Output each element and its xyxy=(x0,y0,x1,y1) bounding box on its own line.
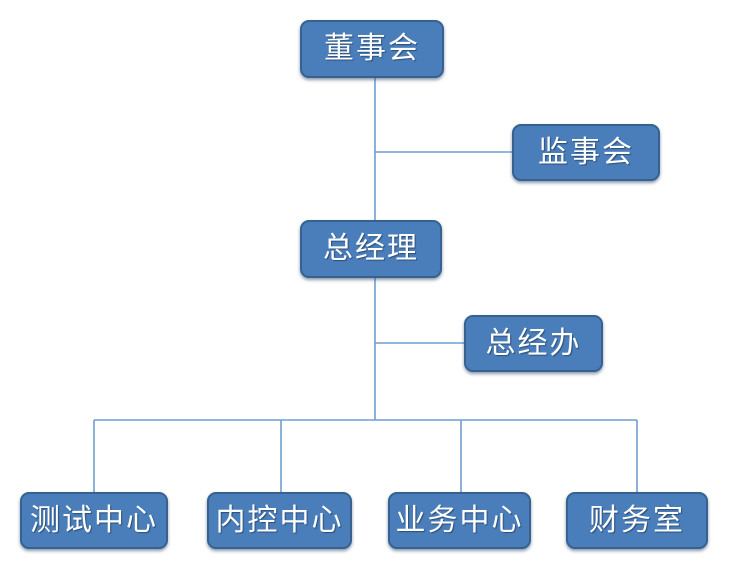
node-internal-control[interactable]: 内控中心 xyxy=(207,492,352,549)
node-internal-control-label: 内控中心 xyxy=(215,502,344,538)
node-finance-office[interactable]: 财务室 xyxy=(566,492,708,549)
node-board[interactable]: 董事会 xyxy=(300,20,444,78)
node-gm-office-label: 总经办 xyxy=(485,325,582,361)
node-board-label: 董事会 xyxy=(324,31,420,66)
node-testing-center-label: 测试中心 xyxy=(30,502,158,538)
node-finance-office-label: 财务室 xyxy=(589,502,685,538)
node-business-center-label: 业务中心 xyxy=(395,502,524,538)
node-supervisors[interactable]: 监事会 xyxy=(512,124,660,181)
node-general-manager[interactable]: 总经理 xyxy=(300,220,442,278)
node-gm-office[interactable]: 总经办 xyxy=(464,315,603,372)
node-general-manager-label: 总经理 xyxy=(323,231,419,266)
node-supervisors-label: 监事会 xyxy=(538,134,634,170)
node-testing-center[interactable]: 测试中心 xyxy=(20,492,168,549)
node-business-center[interactable]: 业务中心 xyxy=(388,492,531,549)
